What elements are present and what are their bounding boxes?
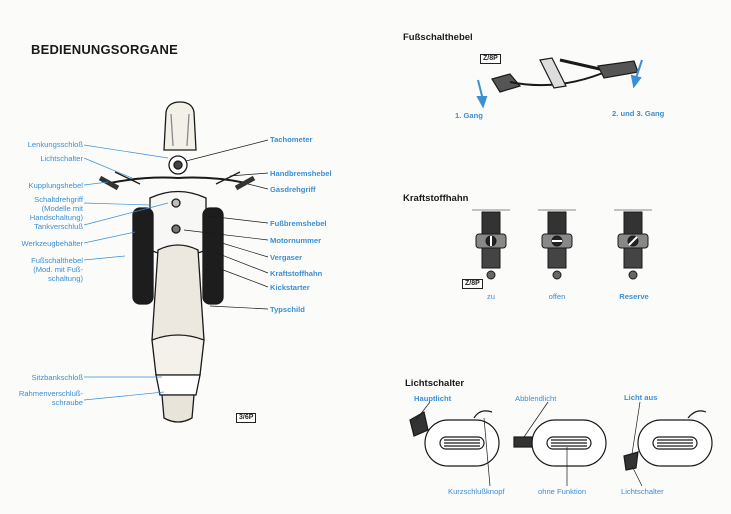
section-title-kraftstoffhahn: Kraftstoffhahn [403, 193, 469, 204]
label-lenkungsschloss: Lenkungsschloß [27, 140, 83, 149]
label-motornummer: Motornummer [270, 236, 322, 245]
page-title: BEDIENUNGSORGANE [31, 42, 178, 57]
label-gasdrehgriff: Gasdrehgriff [270, 185, 316, 194]
label-tankverschluss: Tankverschluß [34, 222, 83, 231]
label-gang-1: 1. Gang [455, 111, 483, 120]
label-tachometer: Tachometer [270, 135, 313, 144]
label-hauptlicht: Hauptlicht [414, 394, 452, 403]
label-abblendlicht: Abblendlicht [515, 394, 557, 403]
figure-code-fussschalthebel: Z/8P [480, 54, 501, 64]
label-ohne-funktion: ohne Funktion [538, 487, 587, 496]
label-schaltdrehgriff: Schaltdrehgriff (Modelle mit Handschaltu… [29, 195, 83, 222]
label-kupplungshebel: Kupplungshebel [28, 181, 83, 190]
label-sitzbankschloss: Sitzbankschloß [31, 373, 84, 382]
label-position-offen: offen [548, 292, 566, 301]
label-lichtschalter-bottom: Lichtschalter [621, 487, 664, 496]
label-typschild: Typschild [270, 305, 305, 314]
label-vergaser: Vergaser [270, 253, 303, 262]
label-licht-aus: Licht aus [624, 393, 658, 402]
label-fussschalthebel: Fußschalthebel (Mod. mit Fuß- schaltung) [31, 256, 83, 283]
section-title-lichtschalter: Lichtschalter [405, 378, 465, 389]
label-handbremshebel: Handbremshebel [270, 169, 332, 178]
label-lichtschalter: Lichtschalter [40, 154, 83, 163]
figure-code-kraftstoffhahn: Z/8P [462, 279, 483, 289]
label-gang-2-3: 2. und 3. Gang [612, 109, 665, 118]
label-position-reserve: Reserve [619, 292, 649, 301]
figure-code: 3/6P [236, 413, 257, 423]
section-title-fussschalthebel: Fußschalthebel [403, 32, 473, 43]
label-kickstarter: Kickstarter [270, 283, 310, 292]
label-werkzeugbehaelter: Werkzeugbehälter [21, 239, 84, 248]
label-kurzschlussknopf: Kurzschlußknopf [448, 487, 505, 496]
label-position-zu: zu [486, 292, 496, 301]
label-rahmenverschluss: Rahmenverschluß- schraube [18, 389, 83, 407]
label-kraftstoffhahn: Kraftstoffhahn [270, 269, 323, 278]
label-fussbremshebel: Fußbremshebel [270, 219, 327, 228]
